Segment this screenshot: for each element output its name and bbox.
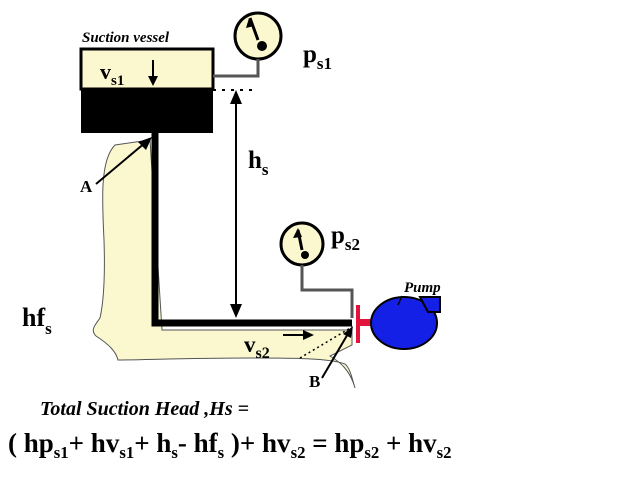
gauge-ps1-icon: [213, 11, 283, 78]
hs-label: hs: [248, 147, 269, 179]
vs1-label: vs1: [100, 59, 124, 89]
hs-dimension-arrow: [230, 90, 242, 318]
point-a-label: A: [80, 177, 93, 196]
pump: [370, 296, 441, 350]
vs2-arrow: [283, 326, 353, 359]
suction-vessel-label: Suction vessel: [82, 30, 170, 46]
gauge-ps2-icon: [279, 221, 354, 318]
equation-formula: ( hps1+ hvs1+ hs- hfs )+ hvs2 = hps2 + h…: [8, 428, 452, 462]
suction-pipe: [151, 133, 352, 327]
hfs-label: hfs: [22, 303, 52, 338]
ps2-label: ps2: [331, 222, 360, 254]
point-b-pointer: [321, 326, 353, 379]
point-a-pointer: [95, 137, 152, 185]
equation-title: Total Suction Head ,Hs =: [40, 398, 250, 420]
pump-pointer: [397, 295, 403, 306]
friction-loss-region: [92, 139, 356, 389]
point-b-label: B: [309, 372, 320, 391]
vs1-arrow: [148, 60, 158, 86]
vs2-label: vs2: [244, 332, 270, 362]
ps1-label: ps1: [303, 41, 332, 73]
pump-label: Pump: [404, 280, 441, 296]
suction-vessel: [79, 47, 215, 133]
